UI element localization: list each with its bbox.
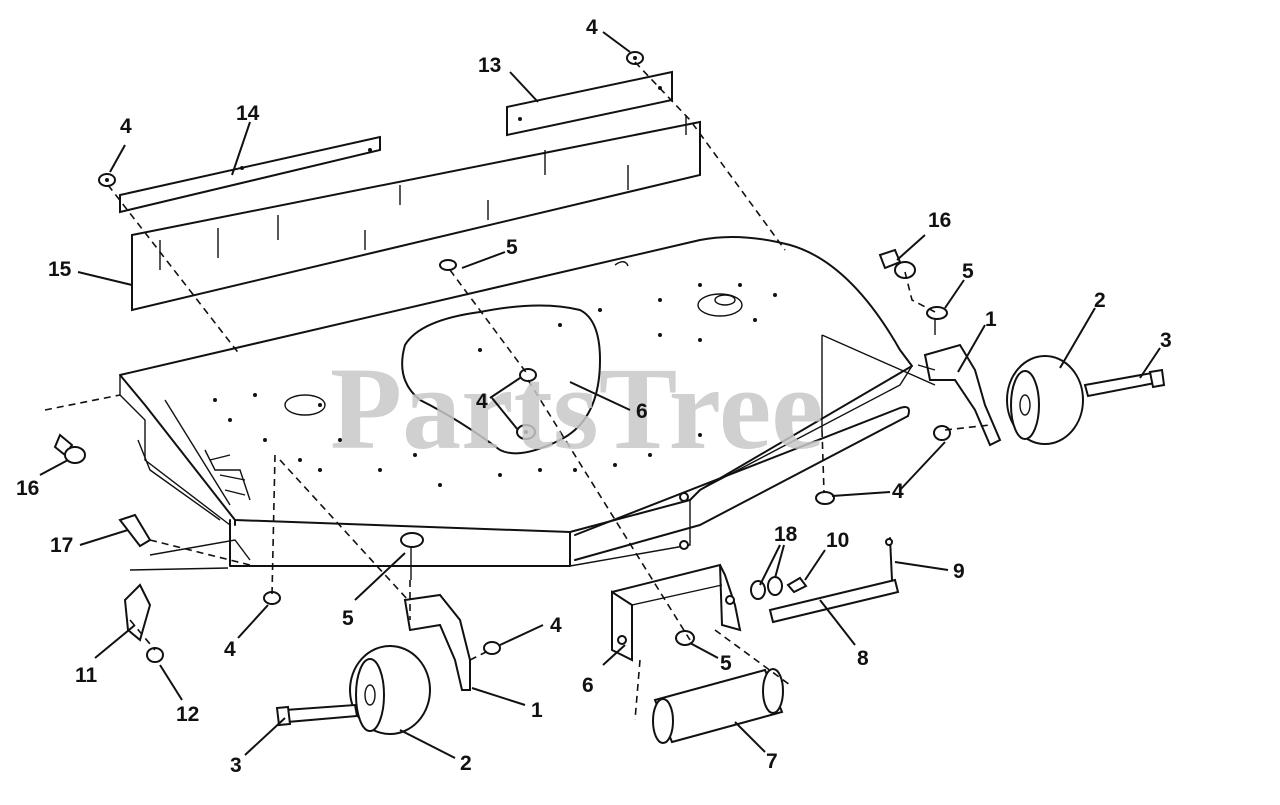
baffle-plates (119, 70, 936, 430)
callout-3: 3 (1160, 329, 1172, 352)
callout-4: 4 (224, 638, 236, 661)
callout-1: 1 (985, 308, 997, 331)
callout-18: 18 (774, 523, 798, 546)
callout-4: 4 (892, 480, 904, 503)
roller-assembly (611, 563, 900, 744)
callout-16: 16 (16, 477, 39, 500)
callout-16: 16 (928, 209, 951, 232)
caster-wheel-lower (275, 645, 431, 735)
callout-12: 12 (176, 703, 199, 726)
leader-lines (39, 31, 1161, 759)
callout-3: 3 (230, 754, 242, 777)
callout-4: 4 (120, 115, 132, 138)
callout-5: 5 (506, 236, 518, 259)
callout-4: 4 (586, 16, 598, 39)
callout-5: 5 (720, 652, 732, 675)
callout-2: 2 (1094, 289, 1106, 312)
callout-5: 5 (342, 607, 354, 630)
hardware (53, 51, 951, 663)
caster-bracket-lower (403, 593, 471, 691)
callout-6: 6 (582, 674, 594, 697)
callout-13: 13 (478, 54, 501, 77)
watermark: PartsTree (330, 343, 824, 474)
caster-bracket-right (917, 343, 1002, 447)
callout-1: 1 (531, 699, 543, 722)
callouts: 4 13 4 14 15 5 16 5 1 2 3 4 6 16 4 17 18… (16, 16, 1172, 777)
callout-4: 4 (550, 614, 562, 637)
callout-17: 17 (50, 534, 73, 557)
callout-5: 5 (962, 260, 974, 283)
callout-8: 8 (857, 647, 869, 670)
front-brackets (123, 539, 251, 642)
callout-6: 6 (636, 400, 648, 423)
callout-7: 7 (766, 750, 778, 773)
callout-15: 15 (48, 258, 72, 281)
caster-wheel-right (1006, 355, 1166, 445)
callout-2: 2 (460, 752, 472, 775)
callout-9: 9 (953, 560, 965, 583)
callout-11: 11 (75, 664, 98, 687)
callout-4: 4 (476, 390, 488, 413)
mower-deck (119, 235, 913, 567)
callout-14: 14 (236, 102, 260, 125)
callout-10: 10 (826, 529, 849, 552)
